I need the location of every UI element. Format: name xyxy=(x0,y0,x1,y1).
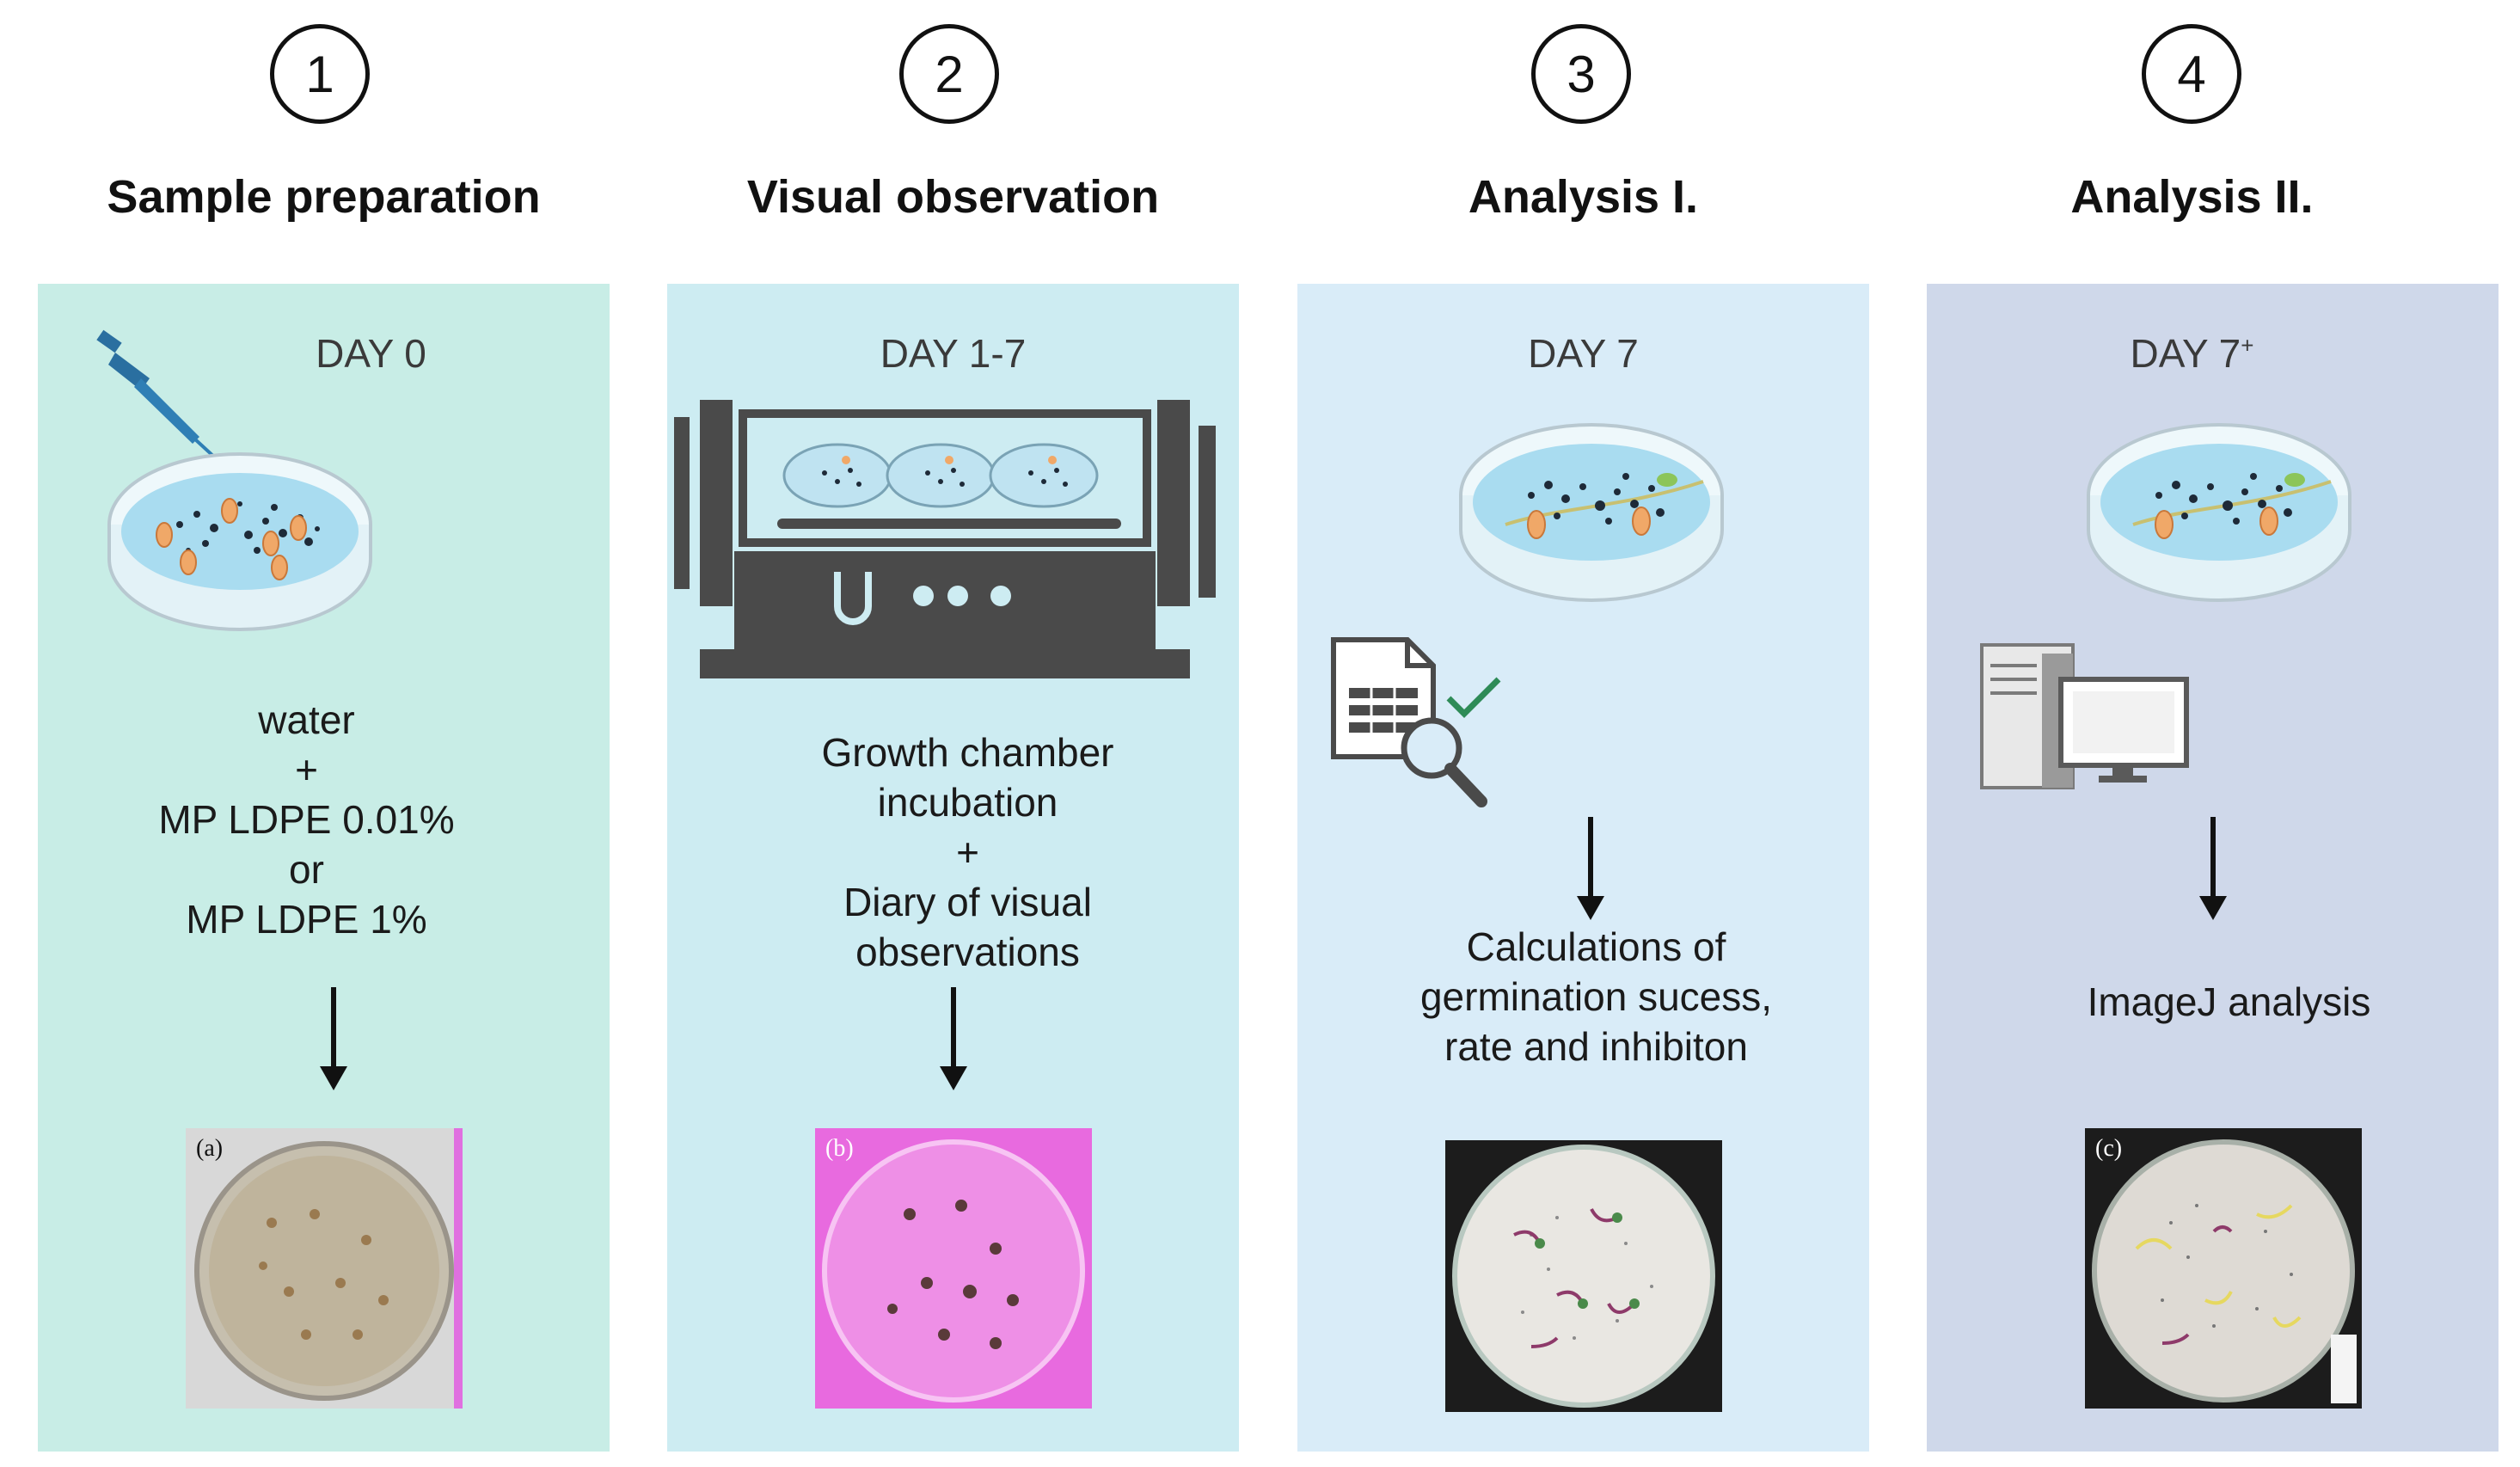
panel-1: DAY 0 water+ M xyxy=(38,284,610,1452)
photo-label-c: (c) xyxy=(2095,1135,2123,1162)
down-arrow-icon xyxy=(1577,817,1604,920)
photo-3 xyxy=(1445,1140,1722,1412)
day-label-3: DAY 7 xyxy=(1528,331,1639,376)
pipette-icon xyxy=(96,329,229,470)
step-number-3: 3 xyxy=(1531,24,1631,124)
step-number-1: 1 xyxy=(270,24,370,124)
checkmark-icon xyxy=(1446,677,1501,718)
step-number-2: 2 xyxy=(899,24,999,124)
photo-label-b: (b) xyxy=(825,1135,854,1162)
day-label-2: DAY 1-7 xyxy=(880,331,1027,376)
photo-label-a: (a) xyxy=(196,1135,224,1162)
step-title-3: Analysis I. xyxy=(1468,171,1699,223)
step-2: 2 Visual observation DAY 1-7 xyxy=(667,0,1239,1467)
step-text-1: water+ MP LDPE 0.01%or MP LDPE 1% xyxy=(158,697,455,942)
petri-dish-icon xyxy=(2087,423,2351,602)
day-label-4: DAY 7+ xyxy=(2130,331,2254,376)
down-arrow-icon xyxy=(2199,817,2227,920)
down-arrow-icon xyxy=(940,987,967,1090)
petri-dish-icon xyxy=(1459,423,1724,602)
down-arrow-icon xyxy=(320,987,347,1090)
spreadsheet-magnifier-icon xyxy=(1331,637,1487,807)
growth-chamber-icon xyxy=(674,400,1216,678)
panel-4: DAY 7+ xyxy=(1927,284,2499,1452)
step-title-2: Visual observation xyxy=(746,171,1160,223)
step-title-4: Analysis II. xyxy=(2070,171,2314,223)
petri-dish-icon xyxy=(107,452,372,631)
step-4: 4 Analysis II. DAY 7+ xyxy=(1927,0,2499,1467)
step-3: 3 Analysis I. DAY 7 xyxy=(1297,0,1869,1467)
day-label-1: DAY 0 xyxy=(316,331,426,376)
computer-icon xyxy=(1980,643,2189,789)
step-1: 1 Sample preparation DAY 0 xyxy=(38,0,610,1467)
step-text-4: ImageJ analysis xyxy=(2087,979,2371,1024)
photo-b: (b) xyxy=(815,1128,1092,1409)
panel-3: DAY 7 xyxy=(1297,284,1869,1452)
photo-c: (c) xyxy=(2085,1128,2362,1409)
photo-a: (a) xyxy=(186,1128,463,1409)
step-number-4: 4 xyxy=(2142,24,2241,124)
step-title-1: Sample preparation xyxy=(107,171,541,223)
panel-2: DAY 1-7 xyxy=(667,284,1239,1452)
